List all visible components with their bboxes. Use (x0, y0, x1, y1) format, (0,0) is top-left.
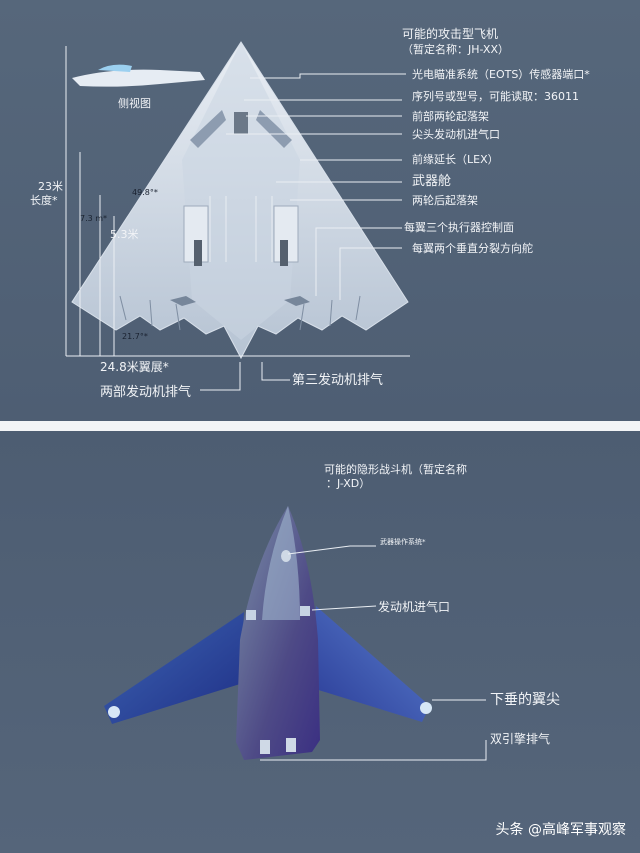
callout-inlet: 尖头发动机进气口 (412, 128, 500, 141)
callout-weapon-system: 武器操作系统* (380, 538, 426, 546)
dim-5-3: 5.3米 (110, 228, 139, 241)
bottom-title-line1: 可能的隐形战斗机（暂定名称 (324, 463, 467, 476)
side-view-label: 侧视图 (118, 97, 151, 110)
bottom-fuselage (236, 506, 320, 760)
callout-lex: 前缘延长（LEX） (412, 153, 499, 166)
dim-7-3: 7.3 m* (80, 214, 108, 223)
top-title: 可能的攻击型飞机 (402, 27, 499, 41)
callout-engine-inlet: 发动机进气口 (378, 600, 451, 614)
callout-eots: 光电瞄准系统（EOTS）传感器端口* (412, 68, 590, 81)
dim-span: 24.8米翼展* (100, 360, 169, 374)
callout-front-gear: 前部两轮起落架 (412, 110, 489, 123)
label-two-exhaust: 两部发动机排气 (100, 385, 192, 400)
panel-divider (0, 421, 640, 431)
bottom-right-wing (312, 606, 430, 722)
dim-angle-lex: 49.8°* (132, 188, 158, 197)
callout-twin-exhaust: 双引擎排气 (490, 732, 551, 746)
callout-control-surfaces: 每翼三个执行器控制面 (404, 221, 514, 234)
callout-rear-gear: 两轮后起落架 (412, 194, 478, 207)
top-subtitle: （暂定名称：JH-XX） (402, 43, 510, 56)
side-view-silhouette (72, 69, 205, 87)
callout-weapon-bay: 武器舱 (412, 174, 452, 189)
dim-length-unit: 长度* (30, 194, 58, 207)
callout-rudders: 每翼两个垂直分裂方向舵 (412, 242, 533, 255)
bottom-left-wing (104, 612, 244, 724)
callout-serial: 序列号或型号，可能读取：36011 (412, 90, 579, 103)
watermark: 头条 @高峰军事观察 (495, 822, 626, 838)
bottom-title-line2: ：J-XD） (326, 477, 371, 490)
dim-length: 23米 (38, 180, 63, 193)
dim-angle-trail: 21.7°* (122, 332, 148, 341)
callout-drooped-wingtip: 下垂的翼尖 (490, 692, 560, 708)
label-third-exhaust: 第三发动机排气 (292, 373, 384, 388)
